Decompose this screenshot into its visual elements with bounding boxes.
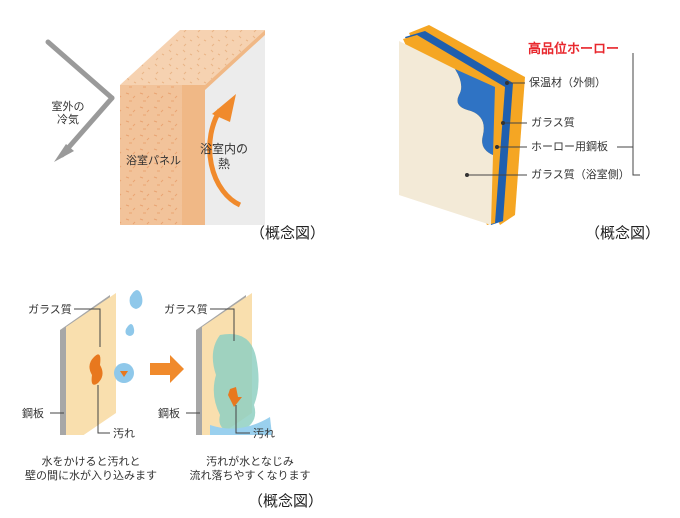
panel-front-face: [120, 85, 182, 225]
outside-cold-label: 室外の冷気: [51, 100, 85, 126]
inside-heat-label: 浴室内の熱: [200, 142, 249, 171]
caption-panel1: （概念図）: [250, 224, 326, 242]
enamel-title: 高品位ホーロー: [528, 42, 620, 57]
water-film: [212, 333, 259, 433]
panel-top-face: [120, 30, 265, 85]
label-steel: ホーロー用鋼板: [531, 140, 608, 153]
caption-panel2: （概念図）: [585, 224, 661, 242]
bath-panel-label: 浴室パネル: [126, 154, 181, 167]
label-outer-insulation: 保温材（外側）: [529, 76, 606, 89]
left-note: 水をかけると汚れと壁の間に水が入り込みます: [25, 455, 157, 482]
right-steel-label: 鋼板: [158, 407, 180, 420]
cold-air-arrows-icon: [45, 39, 115, 162]
front-face: [399, 41, 493, 225]
left-dirt-label: 汚れ: [113, 427, 135, 440]
dirt-diagram: [50, 290, 272, 450]
panel-side-face: [180, 30, 265, 225]
caption-panel3: （概念図）: [248, 492, 324, 510]
arrow-right-icon: [150, 355, 184, 383]
insulation-diagram: [45, 30, 265, 225]
panel-dirt: ガラス質 鋼板 汚れ ガラス質 鋼板 汚れ 水をかけると汚れと壁の間に水が入り込…: [10, 285, 340, 495]
right-note: 汚れが水となじみ流れ落ちやすくなります: [189, 455, 311, 482]
water-drop-icon: [125, 324, 135, 336]
label-glass: ガラス質: [531, 116, 575, 129]
label-glass-bath: ガラス質（浴室側）: [531, 168, 630, 181]
panel-enamel: 高品位ホーロー 保温材（外側） ガラス質 ホーロー用鋼板 ガラス質（浴室側）: [395, 25, 665, 235]
water-drop-icon: [129, 290, 143, 309]
right-glass-label: ガラス質: [164, 303, 208, 316]
right-dirt-label: 汚れ: [253, 427, 275, 440]
exposed-glass: [455, 69, 495, 155]
left-steel-label: 鋼板: [22, 407, 44, 420]
left-dirt: [89, 354, 103, 385]
water-flow: [210, 417, 272, 437]
panel-insulation: 室外の冷気 浴室パネル 浴室内の熱: [40, 20, 270, 230]
left-glass-label: ガラス質: [28, 303, 72, 316]
heat-arrow-icon: [207, 94, 242, 208]
leader-lines: [465, 53, 640, 177]
right-dirt: [228, 387, 242, 407]
